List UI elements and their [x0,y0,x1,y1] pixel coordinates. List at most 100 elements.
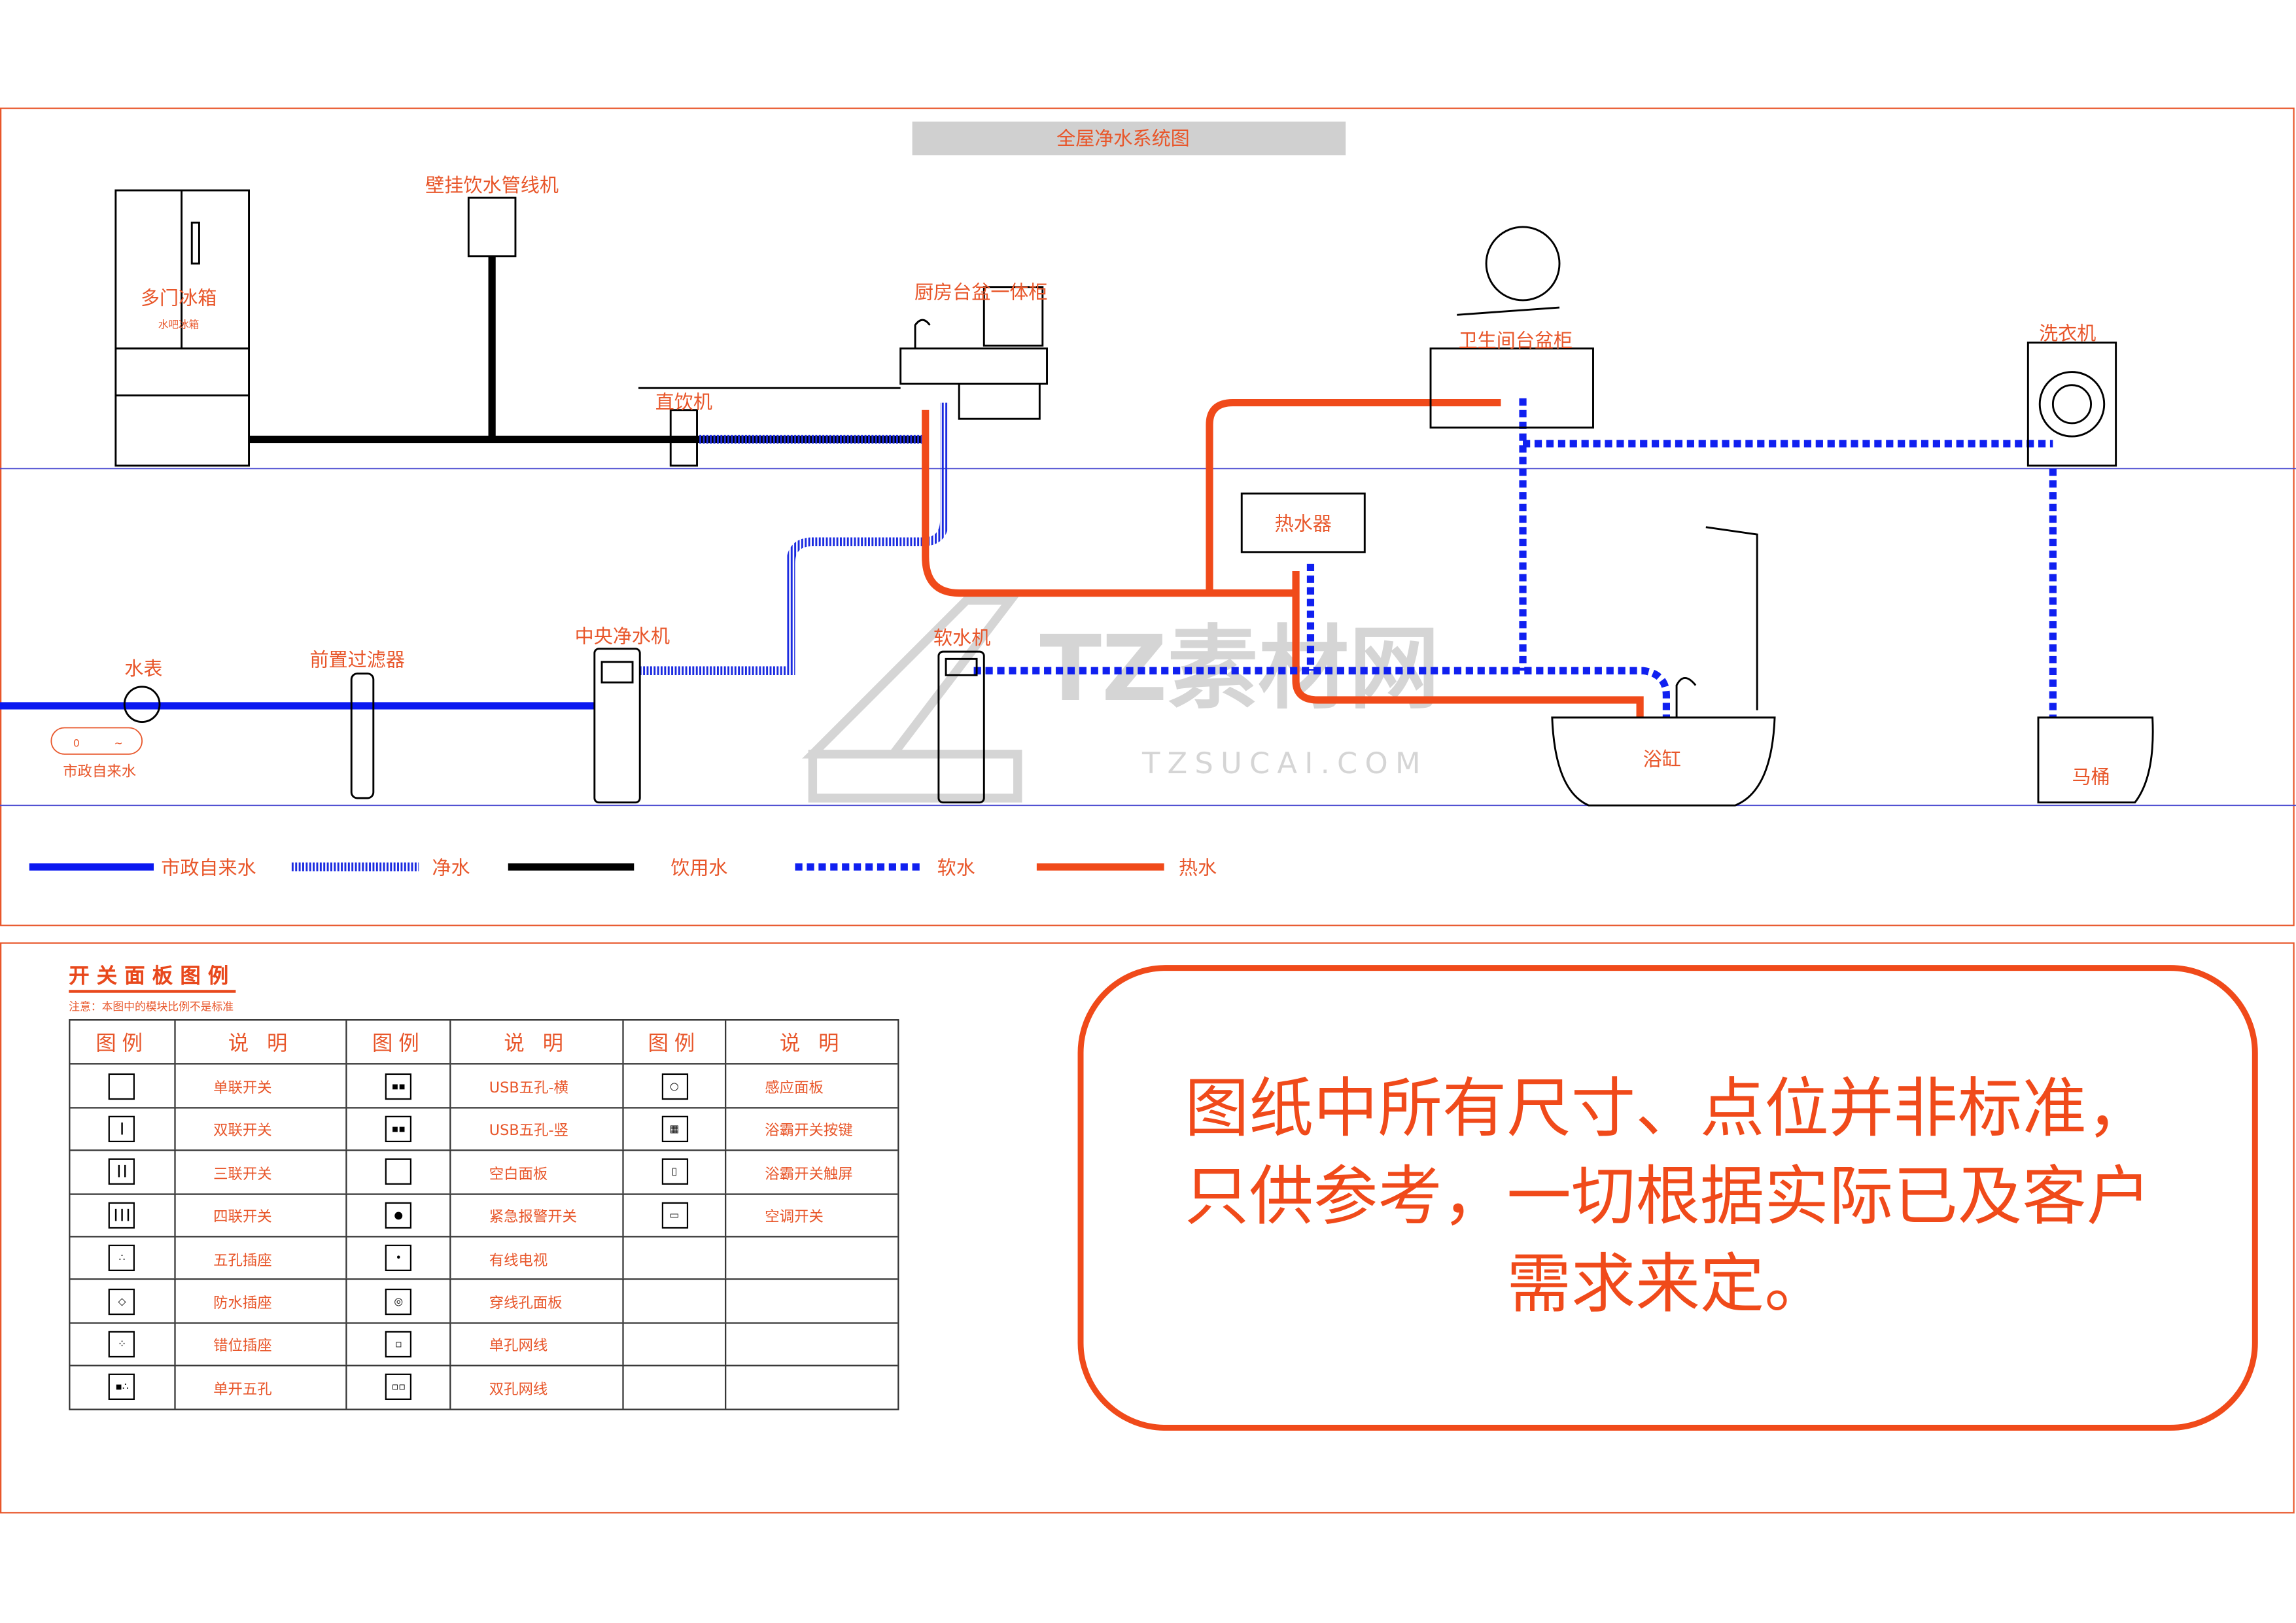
table-icon-cell: ▫▫ [346,1366,449,1408]
table-label-cell: 错位插座 [173,1323,346,1365]
empty-cell [621,1237,725,1279]
table-icon-cell: ∴ [70,1237,173,1279]
cable-tv-icon: • [385,1245,412,1272]
purified-water-pipe [640,402,949,675]
table-label-cell: 单联开关 [173,1065,346,1107]
table-header-row: 图例说 明图例说 明图例说 明 [70,1021,897,1064]
quad-switch-icon: ┃┃┃ [109,1202,135,1229]
meter-symbol-zero: 0 [73,737,80,750]
table-label-cell: 有线电视 [449,1237,621,1279]
table-icon-cell: ◇ [70,1280,173,1322]
usb-socket-horizontal-icon: ▪▪ [385,1072,412,1100]
usb-socket-vertical-icon: ▪▪ [385,1115,412,1142]
notice-line: 只供参考，一切根据实际已及客户 [1184,1159,2151,1235]
kitchen-sink-cabinet [638,286,1048,420]
toilet-label: 马桶 [2072,766,2110,788]
hot-water-pipe [922,398,1644,718]
meter-symbol-tilde: ~ [114,737,123,750]
table-row: ┃┃三联开关空白面板▯浴霸开关触屏 [70,1149,898,1193]
table-icon-cell [70,1065,173,1107]
table-icon-cell: ▪▪ [346,1065,449,1107]
switched-five-hole-icon: ▪∴ [109,1374,135,1401]
five-hole-socket-icon: ∴ [109,1245,135,1272]
legend-soft-label: 软水 [937,856,975,879]
legend-purified-label: 净水 [432,856,470,879]
triple-switch-icon: ┃┃ [109,1159,135,1185]
table-label-cell: 防水插座 [173,1280,346,1322]
wall-dispenser-label: 壁挂饮水管线机 [425,174,559,196]
empty-cell [621,1280,725,1322]
single-switch-icon [109,1072,135,1100]
ac-switch-icon: ▭ [661,1202,687,1229]
softener-label: 软水机 [933,627,990,649]
table-label-cell: USB五孔-横 [449,1065,621,1107]
table-label-cell: 单开五孔 [173,1366,346,1408]
table-label-cell: 感应面板 [725,1065,897,1107]
table-icon-cell: ● [346,1194,449,1236]
double-network-icon: ▫▫ [385,1374,412,1401]
fridge-sublabel: 水吧冰箱 [158,318,200,330]
toilet [2037,716,2154,804]
prefilter [350,672,375,799]
soft-water-pipe [973,398,2057,718]
table-icon-cell: • [346,1237,449,1279]
bathroom-sink-cabinet [1429,226,1594,429]
single-network-icon: ▫ [385,1331,412,1357]
offset-socket-icon: ⁘ [109,1331,135,1357]
empty-cell [621,1366,725,1408]
double-switch-icon: ┃ [109,1115,135,1142]
washer-label: 洗衣机 [2039,322,2096,344]
table-row: ▪∴单开五孔▫▫双孔网线 [70,1365,898,1408]
table-header-cell: 图例 [96,1032,148,1056]
central-purifier [593,648,641,804]
watermark-url: TZSUCAI.COM [1141,746,1428,780]
table-row: 单联开关▪▪USB五孔-横○感应面板 [70,1064,898,1107]
table-icon-cell: ▭ [621,1194,725,1236]
pipe-legend: 市政自来水 净水 饮用水 软水 热水 [29,856,1217,879]
table-label-cell: 穿线孔面板 [449,1280,621,1322]
table-header-cell: 图例 [621,1021,725,1064]
wall-dispenser [467,196,517,258]
notice-box: 图纸中所有尺寸、点位并非标准， 只供参考，一切根据实际已及客户 需求来定。 [1077,965,2258,1431]
meter-label: 水表 [124,657,162,680]
table-icon-cell: ┃┃┃ [70,1195,173,1236]
water-meter [123,686,161,724]
table-icon-cell: ┃┃ [70,1151,173,1193]
cable-through-panel-icon: ◎ [385,1287,412,1315]
empty-cell [725,1280,897,1322]
table-label-cell: 四联开关 [173,1194,346,1236]
table-label-cell: 单孔网线 [449,1323,621,1365]
table-label-cell: 浴霸开关按键 [725,1108,897,1150]
table-icon-cell: ▫ [346,1323,449,1365]
table-row: ∴五孔插座•有线电视 [70,1236,898,1279]
empty-cell [725,1237,897,1279]
diagram-title: 全屋净水系统图 [1056,128,1190,150]
legend-drinking-label: 饮用水 [670,856,727,879]
watermark-text: TZ素材网 [1039,616,1440,722]
bathtub [1551,526,1776,807]
heater-label: 热水器 [1275,512,1332,534]
table-header-cell: 说 明 [725,1021,897,1064]
direct-drinker [669,409,698,467]
notice-line: 图纸中所有尺寸、点位并非标准， [1184,1072,2151,1147]
table-header-cell: 图例 [346,1021,449,1064]
fridge [114,189,251,467]
water-softener [937,650,985,804]
legend-frame [0,942,2295,1514]
table-row: ┃┃┃四联开关●紧急报警开关▭空调开关 [70,1193,898,1236]
table-icon-cell: ◎ [346,1280,449,1322]
table-row: ⁘ 错位插座 ▫ 单孔网线 [70,1321,898,1365]
emergency-alarm-switch-icon: ● [385,1202,412,1229]
washing-machine [2026,341,2117,467]
diagram-frame [0,107,2295,926]
table-header-cell: 说 明 [449,1021,621,1064]
empty-cell [725,1366,897,1408]
table-row: ┃双联开关▪▪USB五孔-竖▦浴霸开关按键 [70,1106,898,1150]
fridge-label: 多门冰箱 [141,287,217,309]
central-purifier-label: 中央净水机 [575,625,670,648]
prefilter-label: 前置过滤器 [309,649,404,671]
table-label-cell: 空调开关 [725,1194,897,1236]
table-label-cell: 三联开关 [173,1151,346,1193]
